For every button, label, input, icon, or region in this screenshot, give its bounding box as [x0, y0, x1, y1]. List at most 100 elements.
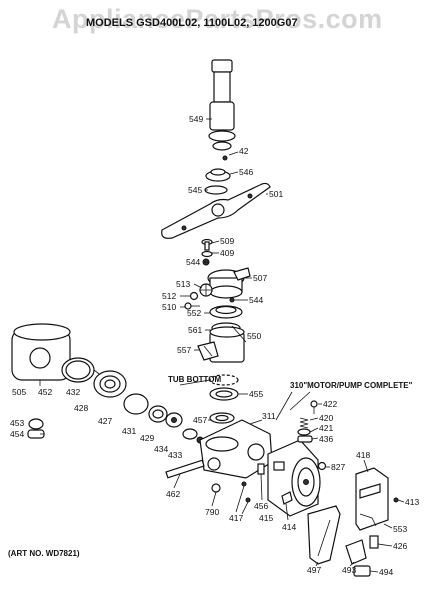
part-label: 427 — [98, 416, 112, 426]
part-label: 420 — [319, 413, 333, 423]
part-label: 546 — [239, 167, 253, 177]
part-label: 436 — [319, 434, 333, 444]
part-label: 42 — [239, 146, 249, 156]
watermark: AppliancePartsPros.com — [52, 4, 383, 34]
screw-510 — [184, 302, 200, 310]
part-label: 544 — [249, 295, 263, 305]
clamp-453 — [28, 418, 44, 430]
part-label: 433 — [168, 450, 182, 460]
hub-546 — [205, 168, 231, 182]
washer-434 — [182, 428, 198, 440]
shaft-462 — [165, 459, 205, 479]
part-label: 431 — [122, 426, 136, 436]
part-label: 513 — [176, 279, 190, 289]
part-label: 421 — [319, 423, 333, 433]
bracket-418 — [355, 467, 389, 531]
part-label: 505 — [12, 387, 26, 397]
part-label: 510 — [162, 302, 176, 312]
part-label: 494 — [379, 567, 393, 577]
washer-421 — [297, 428, 311, 436]
part-label: 561 — [188, 325, 202, 335]
part-label: 553 — [393, 524, 407, 534]
part-label: 552 — [187, 308, 201, 318]
part-labels: 549 42 546 545 501 509 409 544 507 513 5… — [10, 114, 419, 577]
fastener-509 — [201, 238, 213, 251]
part-label: 456 — [254, 501, 268, 511]
housing-507 — [207, 267, 251, 299]
motor-pump-note: 310"MOTOR/PUMP COMPLETE" — [290, 381, 413, 390]
coupling-436 — [297, 435, 313, 443]
tub-bottom-note: TUB BOTTOM — [168, 375, 222, 384]
wash-arm-501 — [161, 182, 271, 239]
part-label: 409 — [220, 248, 234, 258]
part-label: 429 — [140, 433, 154, 443]
part-label: 311 — [262, 411, 276, 421]
part-label: 512 — [162, 291, 176, 301]
seal-552 — [209, 305, 243, 319]
part-label: 827 — [331, 462, 345, 472]
screen-428 — [93, 370, 127, 398]
art-number: (ART NO. WD7821) — [8, 549, 80, 558]
part-label: 507 — [253, 273, 267, 283]
spray-tower-549 — [208, 59, 236, 151]
part-label: 415 — [259, 513, 273, 523]
clip-512 — [189, 291, 199, 301]
screw-417 — [241, 481, 247, 487]
screw-42 — [222, 155, 228, 161]
part-label: 557 — [177, 345, 191, 355]
part-label: 550 — [247, 331, 261, 341]
pump-housing-311 — [199, 419, 273, 479]
screw-422 — [310, 400, 318, 414]
part-label: 454 — [10, 429, 24, 439]
gasket-457 — [209, 412, 235, 424]
part-label: 413 — [405, 497, 419, 507]
diagram-title: MODELS GSD400L02, 1100L02, 1200G07 — [86, 17, 298, 29]
impeller-513 — [199, 283, 213, 297]
part-label: 434 — [154, 444, 168, 454]
clip-414 — [281, 491, 293, 505]
bracket-497 — [307, 505, 341, 565]
part-label: 428 — [74, 403, 88, 413]
clip-456 — [257, 463, 265, 475]
clip-426 — [369, 535, 379, 549]
part-label: 452 — [38, 387, 52, 397]
nut-544-mid — [229, 297, 235, 303]
ring-545 — [204, 185, 228, 195]
part-label: 509 — [220, 236, 234, 246]
screw-413 — [393, 497, 399, 503]
sump-cover-505 — [11, 323, 71, 381]
pad-494 — [353, 565, 371, 577]
part-label: 418 — [356, 450, 370, 460]
part-label: 422 — [323, 399, 337, 409]
part-label: 432 — [66, 387, 80, 397]
gasket-427 — [123, 393, 149, 415]
bearing-429 — [165, 412, 183, 428]
spring-420 — [299, 417, 309, 429]
part-label: 455 — [249, 389, 263, 399]
part-label: 457 — [193, 415, 207, 425]
part-label: 493 — [342, 565, 356, 575]
part-label: 453 — [10, 418, 24, 428]
mount-493 — [345, 539, 367, 565]
part-label: 497 — [307, 565, 321, 575]
gasket-790 — [211, 483, 221, 493]
part-label: 549 — [189, 114, 203, 124]
part-label: 790 — [205, 507, 219, 517]
seal-455 — [209, 387, 239, 401]
washer-409 — [201, 250, 213, 258]
screw-415 — [245, 497, 251, 503]
part-label: 544 — [186, 257, 200, 267]
screw-827 — [317, 461, 327, 471]
impeller-557 — [197, 341, 219, 361]
seal-431 — [148, 405, 168, 423]
part-label: 545 — [188, 185, 202, 195]
motor-310 — [267, 439, 321, 517]
part-label: 462 — [166, 489, 180, 499]
part-label: 417 — [229, 513, 243, 523]
spring-553 — [359, 513, 377, 527]
part-label: 414 — [282, 522, 296, 532]
pump-body-550 — [209, 325, 247, 363]
part-label: 501 — [269, 189, 283, 199]
leader-lines — [39, 118, 405, 573]
